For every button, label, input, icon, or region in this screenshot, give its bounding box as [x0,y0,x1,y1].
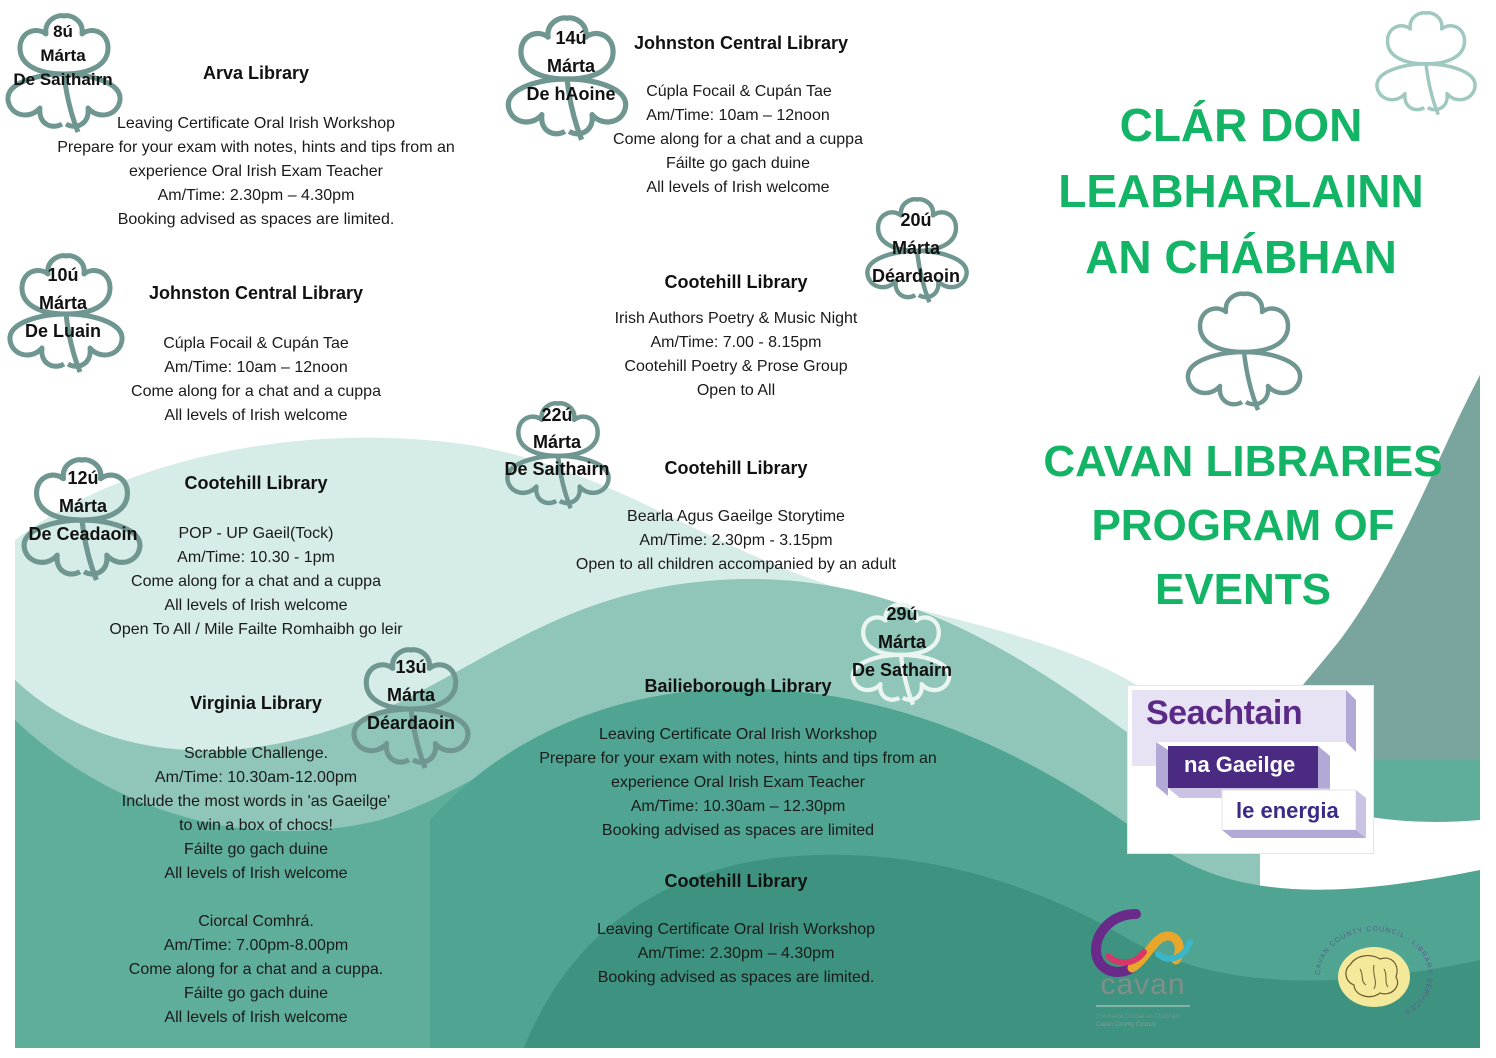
clover-icon [0,12,128,134]
clover-icon [500,400,616,510]
date-badge: 20ú Márta Déardaoin [871,210,961,286]
clover-icon [846,598,956,710]
event-title: Johnston Central Library [633,33,849,53]
event-cootehill-12: Cootehill Library POP - UP Gaeil(Tock) A… [86,472,426,642]
wave-deep [520,854,1480,1058]
cavan-subtitle-1: Comhairle Contae an Chabháin [1096,1014,1180,1020]
seachtain-logo-graphic [1132,690,1366,838]
event-title: Bailieborough Library [644,676,832,696]
clover-icon [860,196,974,304]
date-badge: 8ú Márta De Saithairn [13,22,113,89]
event-title: Cootehill Library [664,458,808,478]
seachtain-line1: Seachtain [1146,694,1303,732]
clover-icon [14,456,150,582]
event-title: Cootehill Library [664,871,808,891]
event-bailieborough: Bailieborough Library Leaving Certificat… [518,675,958,843]
seachtain-na-gaeilge-logo: Seachtain na Gaeilge le energia [1127,685,1374,854]
event-johnston-14: Johnston Central Library Cúpla Focail & … [588,32,888,200]
right-band [1250,375,1480,760]
event-cootehill-22: Cootehill Library Bearla Agus Gaeilge St… [556,457,916,577]
clover-icon [500,14,634,142]
cavan-library-services-logo: CAVAN COUNTY COUNCIL · LIBRARY SERVICES [1315,926,1432,1016]
clover-icon [344,646,478,770]
seachtain-line3: le energia [1236,798,1339,823]
event-cootehill-29: Cootehill Library Leaving Certificate Or… [566,870,906,990]
date-badge: 22ú Márta De Saithairn [504,405,610,479]
event-cootehill-20: Cootehill Library Irish Authors Poetry &… [586,271,886,403]
clover-icon [1176,290,1312,412]
wave-dark [15,720,510,1058]
page-title-irish: CLÁR DON LEABHARLAINN AN CHÁBHAN [1058,99,1424,283]
event-virginia: Virginia Library Scrabble Challenge. Am/… [96,692,416,1030]
event-title: Virginia Library [190,693,322,713]
event-title: Arva Library [202,63,310,83]
clover-icon [1370,8,1482,118]
date-badge: 12ú Márta De Ceadaoin [28,468,138,544]
date-badge: 14ú Márta De hAoine [526,28,616,104]
page-title-english: CAVAN LIBRARIES PROGRAM OF EVENTS [1043,437,1443,614]
date-badge: 10ú Márta De Luain [24,265,101,341]
event-title: Cootehill Library [664,272,808,292]
clover-icon [0,252,132,374]
event-arva: Arva Library Leaving Certificate Oral Ir… [36,62,476,232]
event-title: Johnston Central Library [148,283,364,303]
cavan-subtitle-2: Cavan County Council [1096,1022,1156,1028]
seachtain-line2: na Gaeilge [1184,752,1296,777]
date-badge: 29ú Márta De Sathairn [851,604,953,680]
cavan-wordmark: cavan [1100,968,1186,1001]
event-johnston-10: Johnston Central Library Cúpla Focail & … [106,282,406,428]
event-title: Cootehill Library [184,473,328,493]
date-badge: 13ú Márta Déardaoin [366,657,456,733]
cavan-county-council-logo: Comhairle Contae an Chabháin Cavan Count… [1090,909,1193,1028]
